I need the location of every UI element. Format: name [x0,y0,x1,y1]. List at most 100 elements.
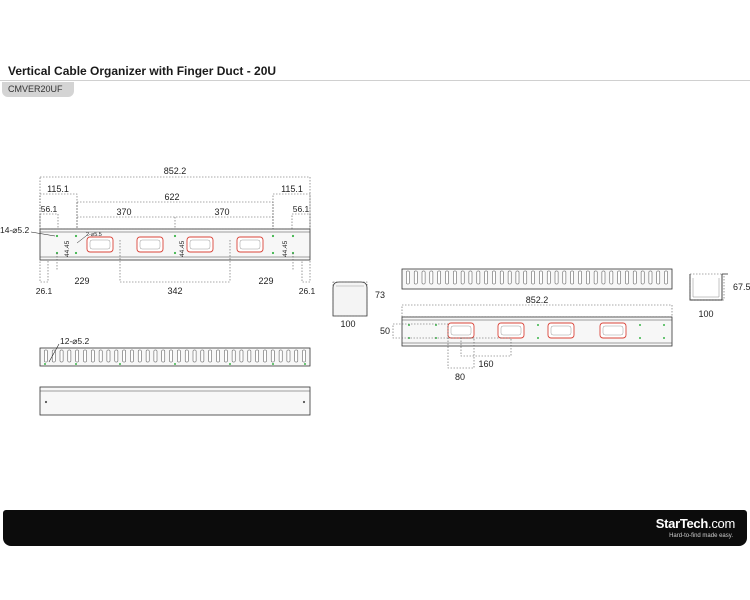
right-slot-width-label: 80 [455,372,465,382]
finger-slot [67,349,72,363]
side-plate-view [39,386,311,416]
cable-slot [236,236,264,253]
finger-slot [106,349,111,363]
brand-tagline: Hard-to-find made easy. [669,533,733,539]
front-view: 852.2 115.1 115.1 622 370 370 56.1 56.1 … [0,166,316,296]
finger-slot [216,349,220,363]
title-divider [0,80,750,81]
finger-slot [421,270,426,285]
finger-slot [161,349,166,363]
duct-profile-right: 67.5 100 [689,273,750,319]
finger-slot [578,270,582,285]
overall-width-label: 852.2 [164,166,187,176]
finger-slot [523,270,528,285]
finger-slot [231,349,236,363]
finger-slot [302,349,306,363]
bottom-span-right-label: 229 [258,276,273,286]
finger-slot [601,270,606,285]
finger-slot [255,349,259,363]
right-overall-width-label: 852.2 [526,295,549,305]
profile-right-width-label: 100 [698,309,713,319]
duct-profile-small: 73 100 [332,281,385,329]
finger-slot [59,349,64,363]
finger-slot [570,270,574,285]
finger-duct-view: 12-⌀5.2 [39,336,311,367]
edge-left-label: 56.1 [41,204,58,214]
finger-slot [224,349,228,363]
height-center-label: 44.45 [179,240,186,257]
cable-slot [136,236,164,253]
right-slot-pitch-label: 160 [478,359,493,369]
finger-slot [648,270,653,285]
sku-tab: CMVER20UF [2,82,74,97]
finger-slot [499,270,504,285]
finger-slot [122,349,126,363]
right-panel-view: 852.2 50 80 160 [380,295,673,382]
cable-slot [186,236,214,253]
right-slot-height-label: 50 [380,326,390,336]
slot-pitch-left-label: 370 [116,207,131,217]
finger-slot [460,270,465,285]
right-finger-duct-view [401,268,673,290]
finger-slot [640,270,645,285]
finger-slot [586,270,590,285]
finger-slot [562,270,567,285]
side-plate-body [39,386,311,416]
finger-slot [625,270,629,285]
finger-slot [184,349,189,363]
bottom-edge-right-label: 26.1 [299,286,316,296]
end-offset-right-label: 115.1 [281,184,303,194]
finger-slot [539,270,543,285]
finger-slot [554,270,559,285]
finger-slot [664,270,668,285]
finger-slot [177,349,181,363]
right-panel-body [401,316,673,347]
finger-slot [453,270,457,285]
finger-slot [413,270,418,285]
finger-slot [44,349,48,363]
finger-slot [270,349,275,363]
finger-slot [130,349,134,363]
finger-slot [169,349,173,363]
finger-slot [445,270,449,285]
finger-slot [531,270,535,285]
finger-teeth [406,270,668,285]
cable-slot [447,322,475,339]
finger-slot [286,349,291,363]
finger-slot [247,349,252,363]
finger-slot [492,270,496,285]
finger-slot [294,349,299,363]
finger-slot [546,270,551,285]
finger-teeth [44,349,306,363]
front-panel-body [39,228,311,261]
cable-slot [497,322,525,339]
finger-slot [484,270,488,285]
finger-slot [609,270,614,285]
finger-slot [91,349,95,363]
cable-slot [86,236,114,253]
cable-slot [599,322,627,339]
height-left-label: 44.45 [64,240,71,257]
center-span-label: 622 [164,192,179,202]
finger-slot [137,349,142,363]
startech-logo: StarTech.com [655,516,736,531]
finger-slot [278,349,283,363]
finger-slot [239,349,244,363]
height-right-label: 44.45 [282,240,289,257]
bottom-span-left-label: 229 [74,276,89,286]
right-finger-duct-body [401,268,673,290]
small-hole-spec-label: 2-⌀5.5 [86,232,102,238]
profile-small-width-label: 100 [340,319,355,329]
slot-pitch-right-label: 370 [214,207,229,217]
finger-slot [145,349,150,363]
finger-slot [437,270,441,285]
finger-slot [617,270,621,285]
finger-slot [429,270,434,285]
profile-small-height-label: 73 [375,290,385,300]
finger-slot [263,349,267,363]
finger-slot [153,349,158,363]
finger-slot [515,270,520,285]
finger-slot [98,349,103,363]
finger-slot [114,349,119,363]
